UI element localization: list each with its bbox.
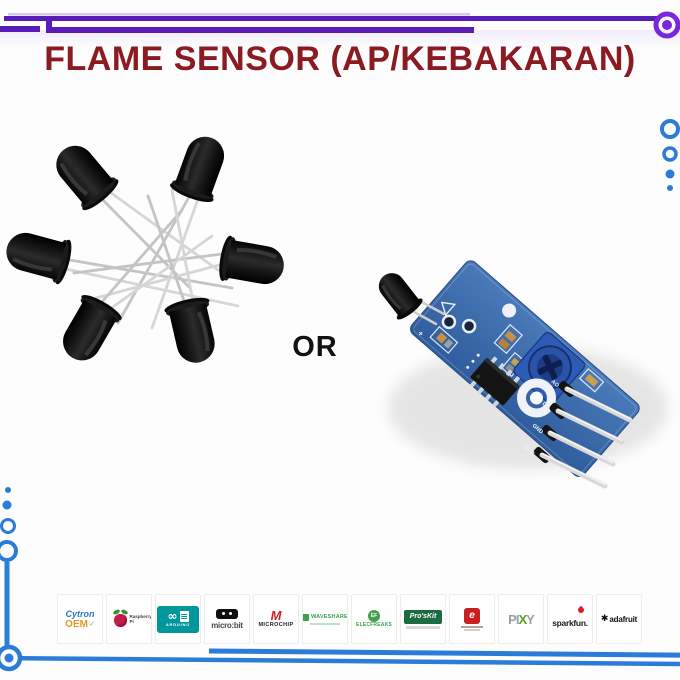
check-icon: ✓ [88,619,95,628]
adafruit-star-icon: ✱ [600,613,609,624]
pin-label-do: DO [541,401,552,411]
logo-waveshare: WAVESHARE [302,594,348,644]
ef-icon: EF [368,610,380,622]
ir-led [0,222,77,288]
module-ir-led [378,273,423,320]
logo-proskit: Pro'sKit [400,594,446,644]
pin-label-ao: AO [550,379,561,389]
infinity-icon: ∞ [167,609,178,623]
left-dot-2 [2,500,12,510]
bottom-line-1 [20,656,680,667]
plus-silkscreen: + [416,329,426,339]
microbit-face-icon [216,608,238,619]
ir-led [50,288,127,372]
bottom-line-2 [208,648,680,658]
led-pad [461,318,477,334]
top-main-line [4,16,660,21]
flame-icon [576,605,586,615]
corner-node-dot [662,20,672,30]
ir-led [214,232,290,294]
ir-led [43,133,124,217]
board-hole-small [502,303,517,318]
comparator-ic [469,356,521,408]
header-pins [539,386,633,489]
right-dot-1 [665,169,675,179]
logo-arduino: ∞ ARDUINO [155,594,201,644]
mounting-hole-ring [516,378,556,418]
raspberry-icon [111,608,129,628]
left-ring-1 [0,518,16,534]
silkscreen-arrow [440,301,457,317]
left-node-dot [4,653,14,663]
led-legs [62,188,240,330]
logo-sparkfun: sparkfun. [547,594,593,644]
logo-raspberry-pi: Raspberry Pi [106,594,152,644]
left-node-ring [0,644,23,672]
red-brand-icon: e [464,607,480,624]
right-ring-1 [660,119,680,139]
flame-sensor-module-photo: + AO DO [368,248,680,548]
ir-led [166,128,236,208]
mounting-hole [529,391,543,405]
right-ring-2 [662,146,678,162]
logo-microchip: M MICROCHIP [253,594,299,644]
logo-cytron-oem: Cytron OEM ✓ [57,594,103,644]
brand-logo-strip: Cytron OEM ✓ Raspberry Pi ∞ ARDUINO [57,594,647,646]
logo-pixy: P I X Y [498,594,544,644]
page-title: FLAME SENSOR (AP/KEBAKARAN) [44,40,636,78]
ir-led-cluster-photo [0,118,310,430]
left-ring-2 [0,540,18,562]
ir-led [161,292,225,370]
logo-adafruit: ✱ adafruit [596,594,642,644]
or-label: OR [292,331,338,363]
logo-elecfreaks: EF ELECFREAKS [351,594,397,644]
top-tint [0,30,680,48]
logo-micro-bit: micro:bit [204,594,250,644]
spec-box-icon [179,611,189,622]
microchip-m-icon: M [270,608,282,623]
waveshare-icon [303,613,310,621]
top-light-line [8,13,470,16]
logo-red-chinese-brand: e [449,594,495,644]
right-dot-2 [667,185,673,191]
left-dot-1 [5,487,11,493]
led-pad [441,314,457,330]
